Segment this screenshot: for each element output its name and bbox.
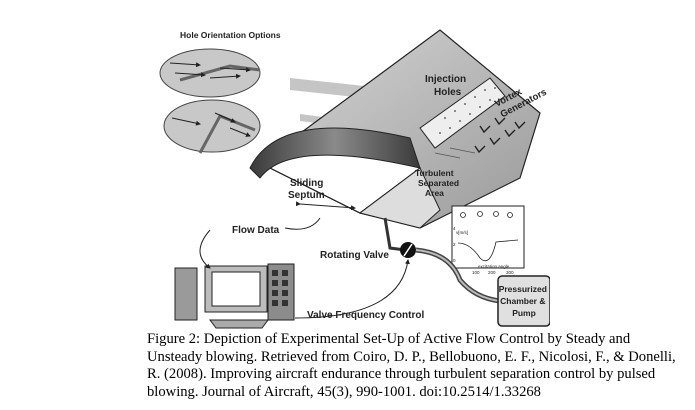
septum-arrow xyxy=(295,201,356,211)
computer-workstation xyxy=(174,263,295,329)
rotating-valve-label: Rotating Valve xyxy=(320,250,389,261)
valve-velocity-inset: v[m/s] 4 2 0 0 100 200 300 excitation an… xyxy=(451,205,525,275)
svg-text:excitation angle: excitation angle xyxy=(478,264,510,269)
svg-text:v[m/s]: v[m/s] xyxy=(456,230,468,235)
svg-text:Pressurized Chamber &: Pressurized Chamber & Pump xyxy=(499,284,550,318)
hole-orientation-insets: Hole Orientation Options xyxy=(159,30,281,154)
rotating-valve xyxy=(383,217,501,304)
turbulent-area xyxy=(434,147,476,159)
flow-data-label: Flow Data xyxy=(232,225,280,236)
pressurized-chamber: Pressurized Chamber & Pump xyxy=(497,275,550,327)
svg-text:4 2 0: 4 2 0 xyxy=(453,226,457,263)
wing-section xyxy=(249,29,541,229)
experimental-setup-figure: Hole Orientation Options xyxy=(159,29,550,329)
hole-orientation-label: Hole Orientation Options xyxy=(180,30,281,40)
injection-holes-panel xyxy=(419,77,506,149)
figure-caption: Figure 2: Depiction of Experimental Set-… xyxy=(147,331,676,400)
hole-option-2-inset xyxy=(163,99,261,153)
sliding-septum-label: Sliding Septum xyxy=(288,178,326,201)
injection-holes-label: Injection Holes xyxy=(425,74,469,98)
vortex-generators xyxy=(474,117,526,154)
valve-frequency-label: Valve Frequency Control xyxy=(307,310,424,321)
turbulent-area-label: Turbulent Separated Area xyxy=(415,168,461,198)
svg-text:0 100 200 30: 0 100 200 300 xyxy=(456,270,514,275)
